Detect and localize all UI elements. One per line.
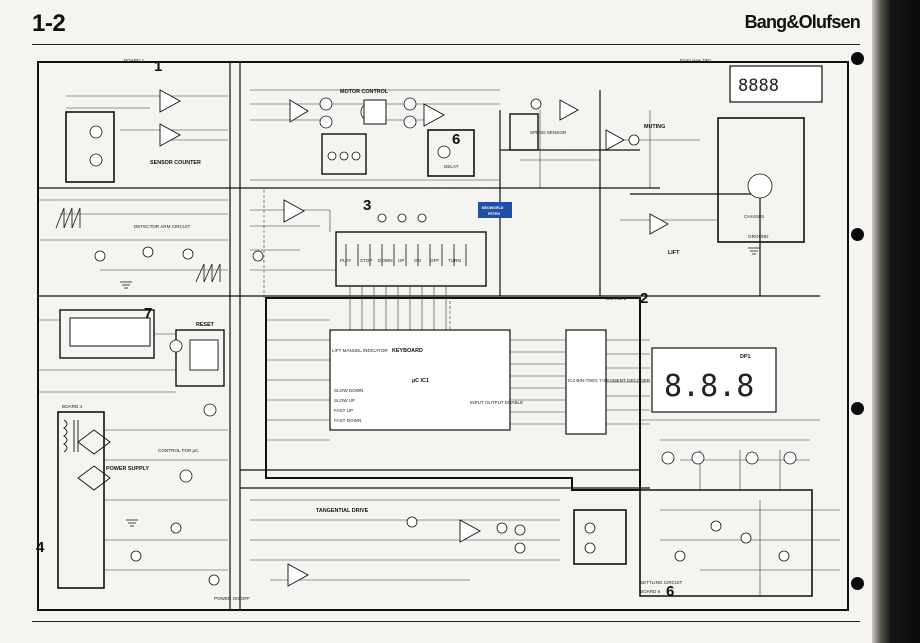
label-fast-up: FAST UP [334, 408, 353, 413]
label-decoder: IC4 BIN-7SEG 7-SEGMENT DECODER [568, 378, 651, 383]
label-detector-arm: DETECTOR ARM CIRCUIT [134, 224, 191, 229]
key-down: DOWN [378, 258, 393, 263]
binder-edge [872, 0, 920, 643]
label-uc: µC IC1 [412, 378, 429, 384]
callout-7: 7 [144, 305, 152, 322]
chassis-frame [717, 117, 805, 243]
indicator-lamps [327, 102, 773, 223]
shield-lines [263, 149, 600, 330]
signal-wires [38, 89, 840, 596]
label-dp1: DP1 [740, 354, 751, 360]
reset-ic [69, 317, 151, 347]
header-rule [32, 44, 860, 45]
control-frame [175, 329, 225, 387]
label-lift: LIFT [668, 250, 680, 256]
binder-hole [851, 402, 864, 415]
circuit-diagram: 1 2 3 4 6 6 7 SENSOR COUNTER MOTOR CONTR… [36, 58, 849, 611]
display-dp1 [651, 347, 777, 413]
label-tangential-drive: TANGENTIAL DRIVE [316, 508, 369, 514]
delay-frame [427, 129, 475, 177]
key-turn: TURN [448, 258, 461, 263]
board-6-frame [639, 489, 813, 597]
label-board-2: BOARD 2 [606, 296, 627, 301]
key-off: OFF [430, 258, 439, 263]
key-play: PLAY [340, 258, 351, 263]
label-control-uc: CONTROL FOR µC [158, 448, 199, 453]
label-muting: MUTING [644, 124, 665, 130]
callout-6b: 6 [666, 583, 674, 600]
callout-1: 1 [154, 58, 162, 75]
ground-symbols [120, 247, 760, 527]
label-ground: GROUND [748, 234, 769, 239]
callout-4: 4 [36, 539, 45, 556]
outer-board-frame [37, 61, 849, 611]
keyboard-switches [345, 244, 467, 266]
callout-6a: 6 [452, 131, 460, 148]
label-board-6: BOARD 6 [640, 589, 661, 594]
transistor-symbols [89, 97, 797, 586]
watermark-badge [478, 202, 512, 218]
label-speed-sensor: SPEED SENSOR [530, 130, 567, 135]
footer-rule [32, 621, 860, 622]
label-delay: DELAY [444, 164, 459, 169]
label-indicator: LIFT MANUEL INDICATOR [332, 348, 388, 353]
sensor-frame [65, 111, 115, 183]
motor-symbol [363, 99, 387, 125]
keyboard-frame [335, 231, 487, 287]
label-motor-control: MOTOR CONTROL [340, 89, 389, 95]
label-input-output: INPUT OUTPUT ENABLE [470, 400, 523, 405]
op-amp-symbols [159, 89, 669, 587]
key-up: UP [398, 258, 404, 263]
watermark-sub: PETER [488, 212, 500, 216]
front-view-digits: 8888 [738, 76, 779, 96]
binder-hole [851, 577, 864, 590]
label-settling: SETTLING CIRCUIT [640, 580, 683, 585]
microcontroller-ic1 [329, 329, 511, 431]
power-supply-frame [57, 411, 105, 589]
watermark-site: BEOWORLD [482, 206, 504, 210]
page-number: 1-2 [32, 10, 66, 37]
label-power-supply: POWER SUPPLY [106, 466, 149, 472]
bus-lines [38, 62, 820, 610]
binder-hole [851, 228, 864, 241]
decoder-ic4 [565, 329, 607, 435]
label-reset: RESET [196, 322, 215, 328]
power-transformer [63, 419, 111, 491]
label-board-4: BOARD 4 [62, 404, 83, 409]
settling-transistor-frame [573, 509, 627, 565]
control-ic [189, 339, 219, 371]
binder-hole [851, 52, 864, 65]
label-keyboard: KEYBOARD [392, 348, 423, 354]
callout-3: 3 [363, 197, 371, 214]
label-power-on-off: POWER ON/OFF [214, 596, 250, 601]
front-view-display [729, 65, 823, 103]
key-stop: STOP [360, 258, 372, 263]
key-on: ON [414, 258, 421, 263]
label-slow-up: SLOW UP [334, 398, 355, 403]
dp1-digits: 8.8.8 [664, 369, 754, 404]
brand-logo: Bang&Olufsen [744, 12, 861, 32]
label-chassis: CHASSIS [744, 214, 764, 219]
label-dp1-front: Front view DP1 [680, 58, 712, 63]
label-board-1: BOARD 1 [124, 58, 145, 63]
label-slow-down: SLOW DOWN [334, 388, 363, 393]
waveform-sketches [55, 207, 221, 283]
motor-lamp-frame [321, 133, 367, 175]
label-fast-down: FAST DOWN [334, 418, 361, 423]
label-sensor-counter: SENSOR COUNTER [150, 160, 201, 166]
callout-2: 2 [640, 290, 648, 307]
